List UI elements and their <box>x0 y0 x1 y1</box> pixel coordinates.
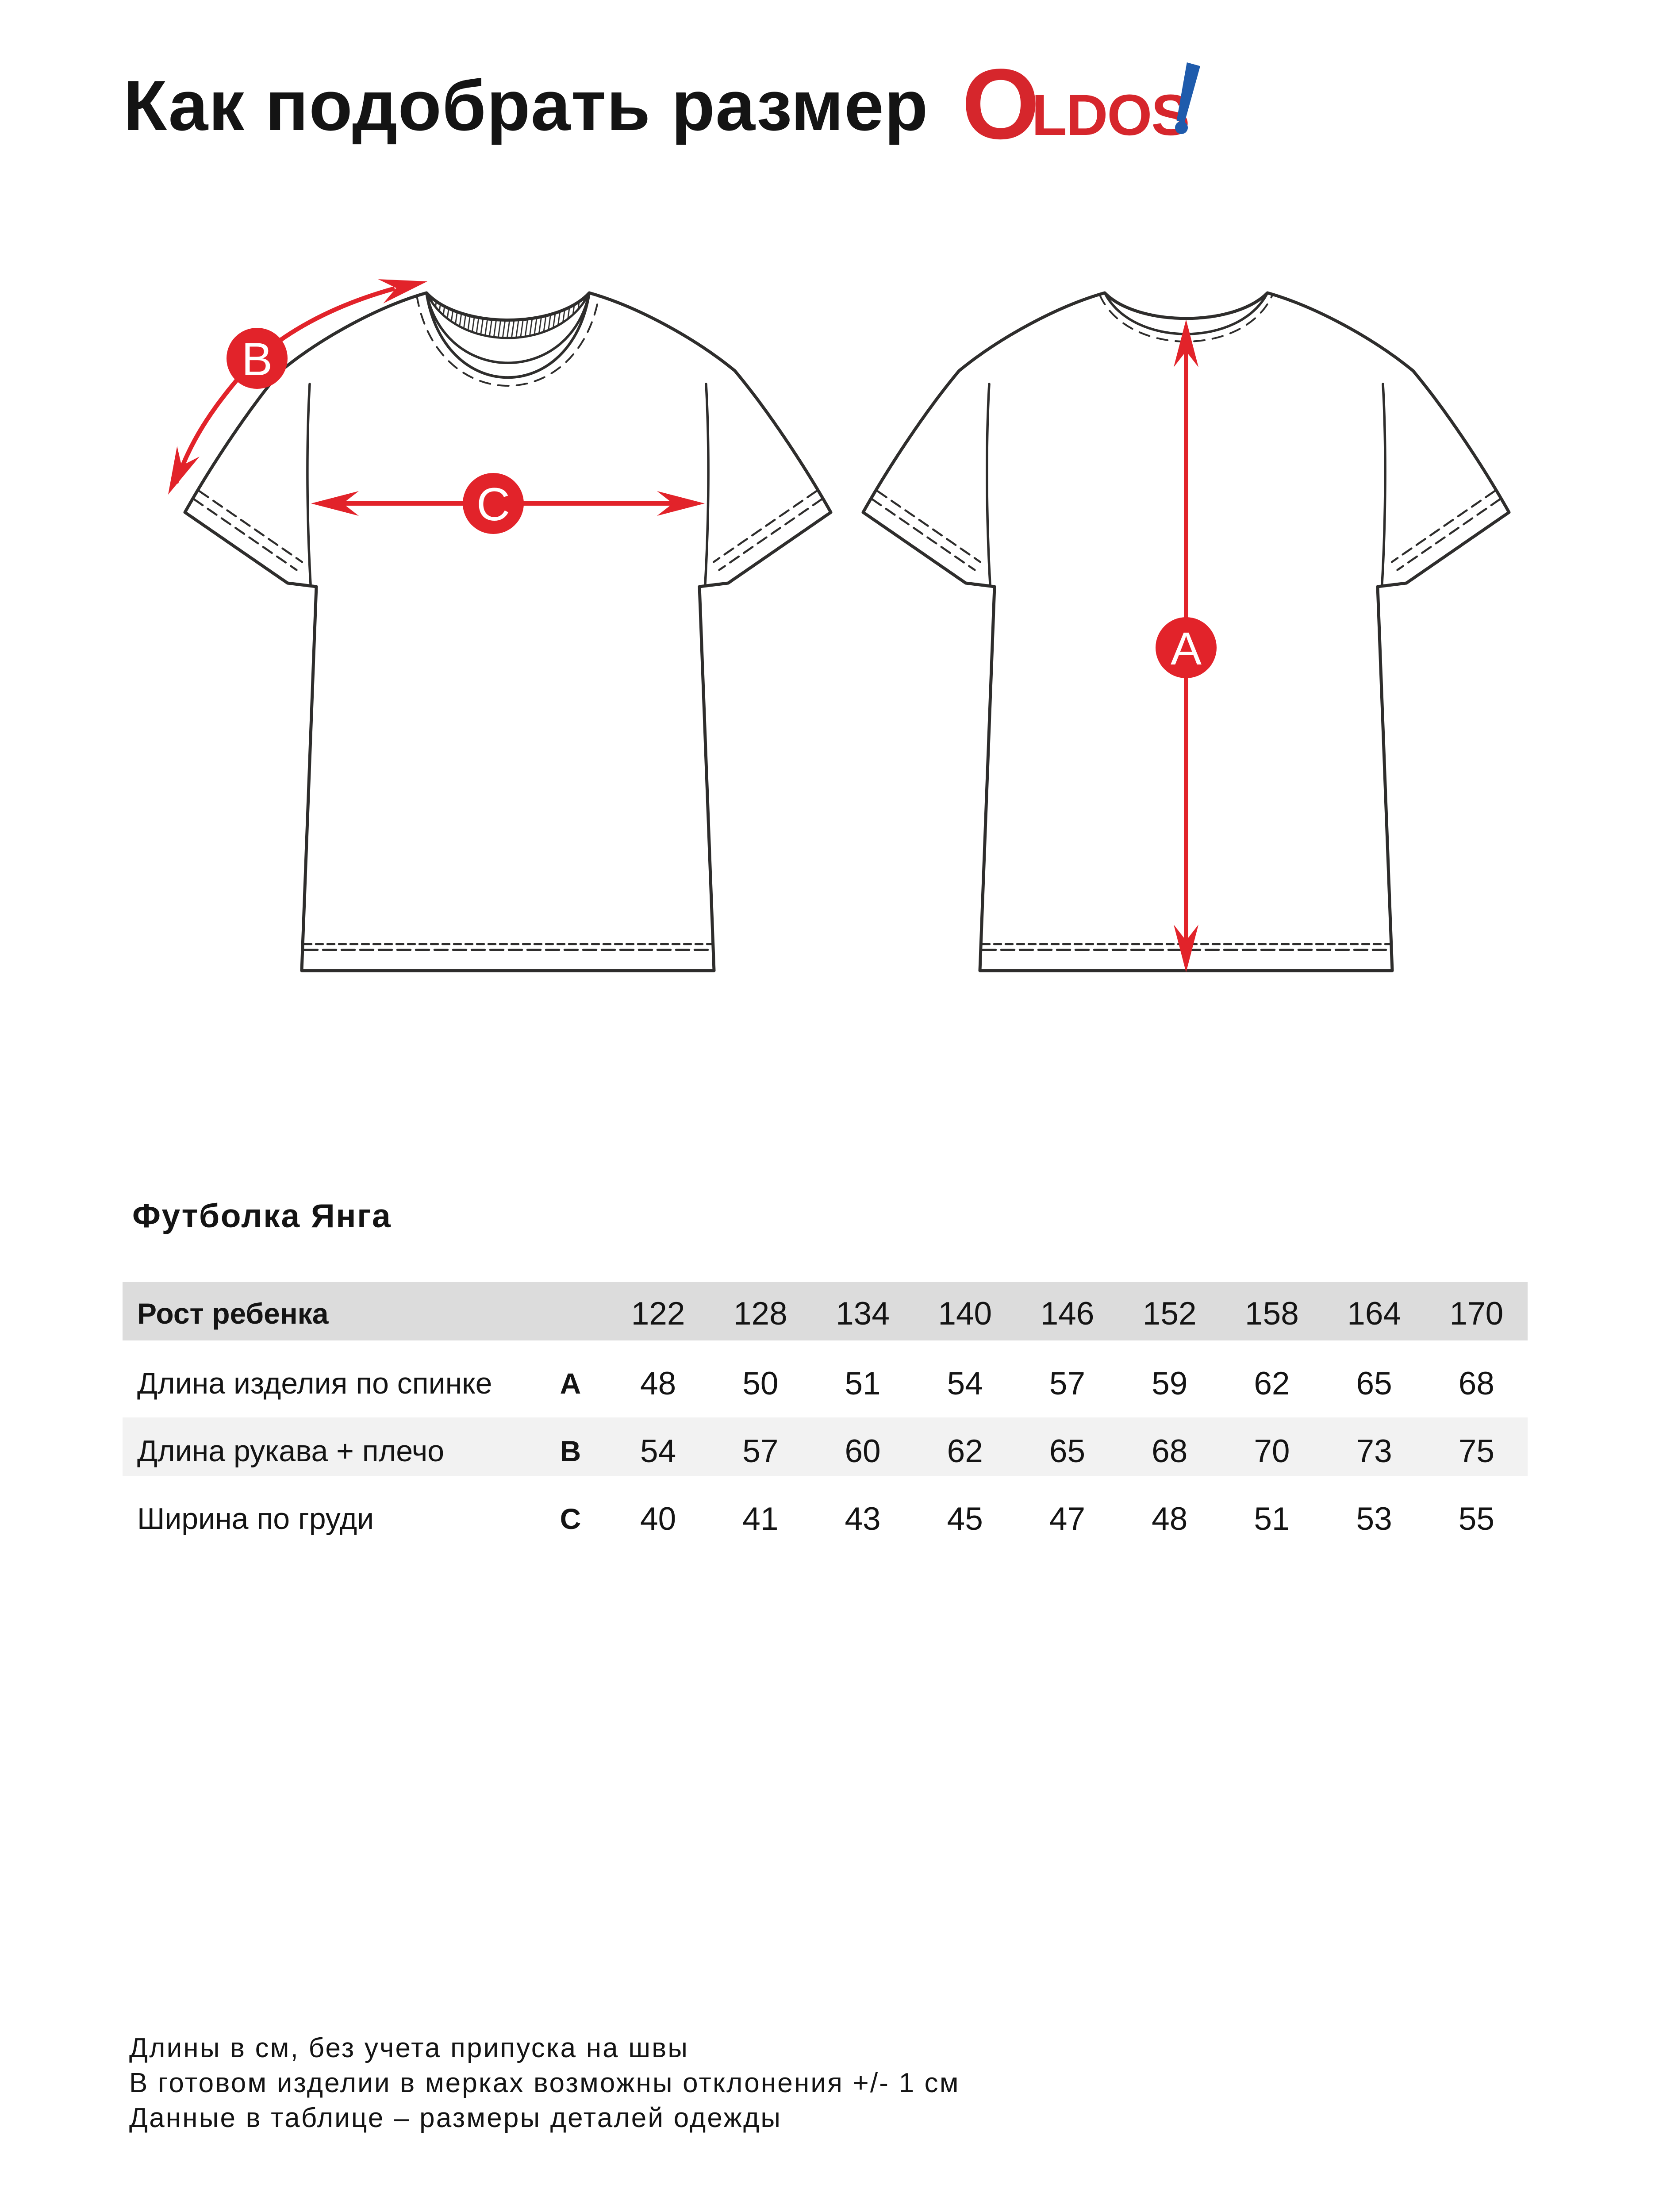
back-armhole-left <box>986 383 991 585</box>
row-c-letter: C <box>560 1502 581 1535</box>
page-title: Как подобрать размер <box>123 66 929 146</box>
row-b-value: 54 <box>640 1433 676 1469</box>
row-c-value: 43 <box>845 1501 881 1537</box>
arrowhead-a-bottom <box>1174 925 1198 972</box>
front-sleeve-stitches <box>193 490 823 571</box>
row-b-value: 73 <box>1356 1433 1392 1469</box>
collar-rib-hatch <box>426 293 589 338</box>
row-c-value: 51 <box>1254 1501 1290 1537</box>
back-sleeve-stitches <box>871 490 1501 571</box>
measure-badge-b <box>227 328 288 389</box>
collar-band-bottom <box>425 292 591 339</box>
row-b-letter: B <box>560 1435 581 1467</box>
front-armhole-left <box>306 383 312 585</box>
oldos-logo: OLDOS! <box>962 48 1200 160</box>
row-a-value: 62 <box>1254 1365 1290 1402</box>
product-name: Футболка Янга <box>132 1197 392 1234</box>
arrowhead-a-top <box>1174 319 1198 367</box>
tshirt-measure-diagram: C B A <box>168 279 1511 972</box>
row-b-value: 57 <box>742 1433 779 1469</box>
row-b-value: 60 <box>845 1433 881 1469</box>
row-a-value: 54 <box>947 1365 983 1402</box>
front-sleeve-stitch-3 <box>718 498 823 571</box>
front-sleeve-stitch-4 <box>712 490 818 563</box>
row-c-label: Ширина по груди <box>137 1502 374 1536</box>
row-header-letter <box>534 1282 607 1340</box>
front-hem-stitches <box>303 943 713 951</box>
footnotes: Длины в см, без учета припуска на швы В … <box>129 2031 960 2135</box>
arrowhead-c-left <box>311 491 359 516</box>
row-c-value: 40 <box>640 1501 676 1537</box>
measure-letter-a: A <box>1171 623 1202 675</box>
arrowhead-b-bottom <box>168 446 200 495</box>
front-body-outline <box>183 291 833 972</box>
logo-exclamation: ! <box>1175 62 1200 134</box>
table-row-c: Ширина по груди C 40 41 43 45 47 48 51 5… <box>123 1476 1528 1553</box>
tshirt-front <box>183 291 833 972</box>
footnote-line: Данные в таблице – размеры деталей одежд… <box>129 2103 782 2133</box>
row-a-value: 48 <box>640 1365 676 1402</box>
height-146: 146 <box>1040 1295 1094 1332</box>
height-122: 122 <box>631 1295 685 1332</box>
row-c-value: 47 <box>1049 1501 1086 1537</box>
back-sleeve-stitch-1 <box>871 498 976 571</box>
footnote-line: Длины в см, без учета припуска на швы <box>129 2033 689 2063</box>
height-170: 170 <box>1449 1295 1504 1332</box>
row-a-letter: A <box>560 1367 581 1400</box>
row-c-value: 53 <box>1356 1501 1392 1537</box>
row-b-value: 65 <box>1049 1433 1086 1469</box>
height-128: 128 <box>733 1295 787 1332</box>
height-152: 152 <box>1142 1295 1197 1332</box>
arrowhead-c-right <box>657 491 705 516</box>
collar-stitch-dashed <box>416 295 600 387</box>
front-sleeve-stitch-1 <box>193 498 298 571</box>
row-c-value: 45 <box>947 1501 983 1537</box>
front-armhole-right <box>704 383 710 585</box>
arrowhead-b-top <box>378 279 427 303</box>
row-b-value: 70 <box>1254 1433 1290 1469</box>
back-sleeve-stitch-2 <box>876 490 982 563</box>
row-b-value: 62 <box>947 1433 983 1469</box>
measure-arrow-b: B <box>168 279 427 495</box>
row-a-label: Длина изделия по спинке <box>137 1367 492 1400</box>
height-140: 140 <box>938 1295 992 1332</box>
row-b-value: 68 <box>1152 1433 1188 1469</box>
back-armhole-right <box>1381 383 1386 585</box>
table-row-a: Длина изделия по спинке A 48 50 51 54 57… <box>123 1340 1528 1417</box>
measure-letter-b: B <box>242 334 273 385</box>
table-row-header: Рост ребенка 122 128 134 140 146 152 158… <box>123 1282 1528 1340</box>
back-sleeve-stitch-4 <box>1390 490 1496 563</box>
row-a-value: 50 <box>742 1365 779 1402</box>
collar-front-outer <box>425 292 591 379</box>
exclamation-dot <box>1175 121 1188 134</box>
row-b-label: Длина рукава + плечо <box>137 1434 445 1468</box>
height-134: 134 <box>836 1295 890 1332</box>
row-b-value: 75 <box>1458 1433 1494 1469</box>
row-a-value: 57 <box>1049 1365 1086 1402</box>
measure-arrow-c: C <box>311 473 705 534</box>
measure-arrow-a: A <box>1156 319 1217 972</box>
measure-letter-c: C <box>476 479 510 530</box>
table-row-b: Длина рукава + плечо B 54 57 60 62 65 68… <box>123 1417 1528 1476</box>
height-164: 164 <box>1347 1295 1402 1332</box>
row-a-value: 68 <box>1458 1365 1494 1402</box>
back-sleeve-stitch-3 <box>1396 498 1501 571</box>
measure-arrows: C B A <box>168 279 1217 972</box>
row-c-value: 41 <box>742 1501 779 1537</box>
logo-letter-o: O <box>962 48 1040 160</box>
row-c-value: 55 <box>1458 1501 1494 1537</box>
collar-front-inner <box>425 292 591 364</box>
row-header-label: Рост ребенка <box>137 1297 329 1330</box>
front-sleeve-stitch-2 <box>198 490 303 563</box>
row-a-value: 59 <box>1152 1365 1188 1402</box>
row-a-value: 65 <box>1356 1365 1392 1402</box>
row-c-value: 48 <box>1152 1501 1188 1537</box>
size-table: Рост ребенка 122 128 134 140 146 152 158… <box>123 1282 1528 1553</box>
footnote-line: В готовом изделии в мерках возможны откл… <box>129 2068 960 2098</box>
row-a-value: 51 <box>845 1365 881 1402</box>
measure-badge-c <box>463 473 524 534</box>
height-158: 158 <box>1245 1295 1299 1332</box>
logo-letters-ldos: LDOS <box>1031 82 1190 147</box>
measure-badge-a <box>1156 617 1217 678</box>
